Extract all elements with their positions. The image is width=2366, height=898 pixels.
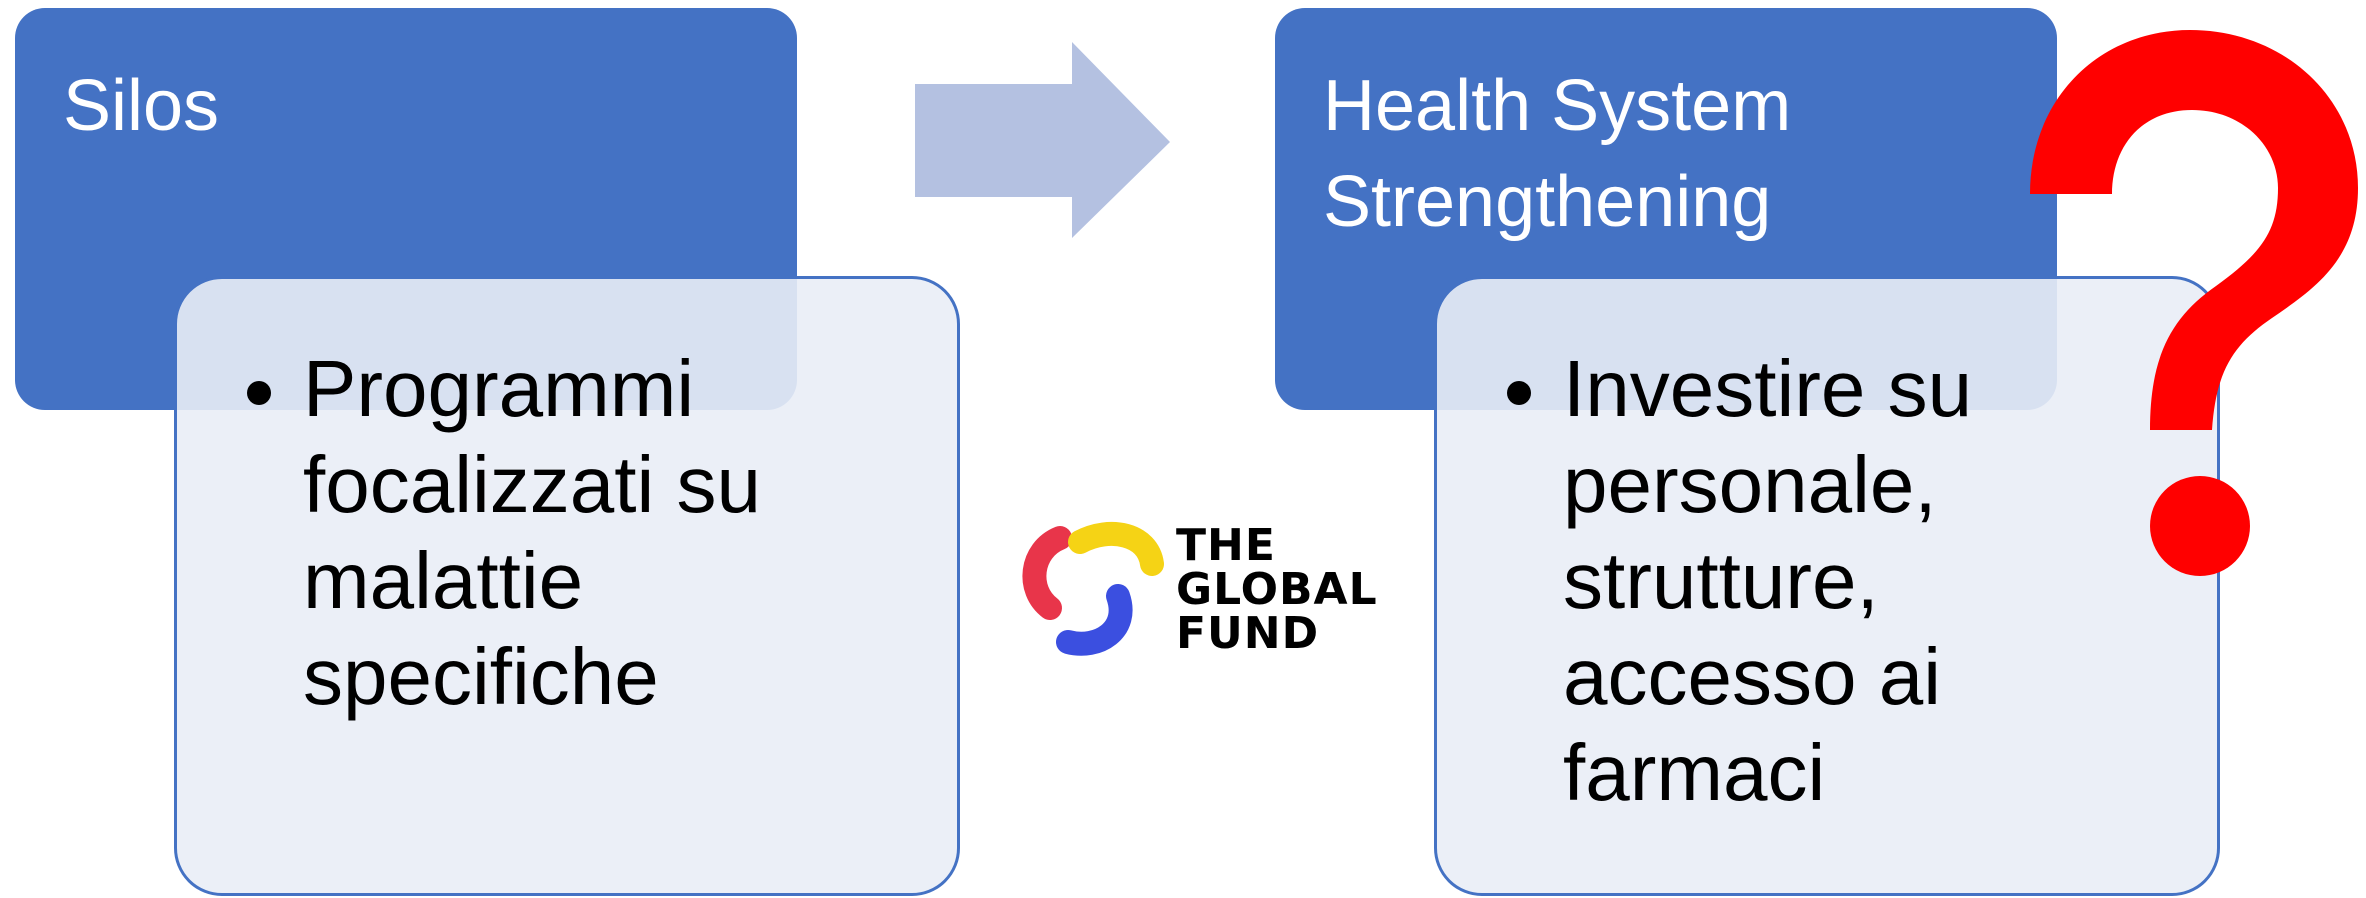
logo-line-global: GLOBAL [1176, 564, 1378, 615]
question-mark-icon [2030, 30, 2358, 576]
hss-bullet-item: Investire su personale, strutture, acces… [1507, 341, 2167, 821]
global-fund-swirl-icon [1022, 521, 1164, 656]
hss-bullet-list: Investire su personale, strutture, acces… [1507, 341, 2167, 821]
hss-detail-box: Investire su personale, strutture, acces… [1434, 276, 2220, 896]
logo-line-the: THE [1176, 520, 1276, 571]
silos-header-title: Silos [63, 66, 220, 146]
logo-line-fund: FUND [1176, 608, 1320, 659]
bullet-dot-icon [247, 381, 271, 405]
global-fund-logo: THE GLOBAL FUND [1020, 520, 1420, 660]
bullet-dot-icon [1507, 381, 1531, 405]
silos-bullet-list: Programmi focalizzati su malattie specif… [247, 341, 887, 725]
right-arrow-icon [915, 42, 1170, 238]
silos-detail-box: Programmi focalizzati su malattie specif… [174, 276, 960, 896]
silos-bullet-item: Programmi focalizzati su malattie specif… [247, 341, 887, 725]
silos-bullet-text: Programmi focalizzati su malattie specif… [303, 344, 761, 721]
global-fund-wordmark: THE GLOBAL FUND [1176, 524, 1378, 656]
hss-header-title: Health System Strengthening [1323, 66, 1792, 242]
hss-bullet-text: Investire su personale, strutture, acces… [1563, 344, 1973, 817]
